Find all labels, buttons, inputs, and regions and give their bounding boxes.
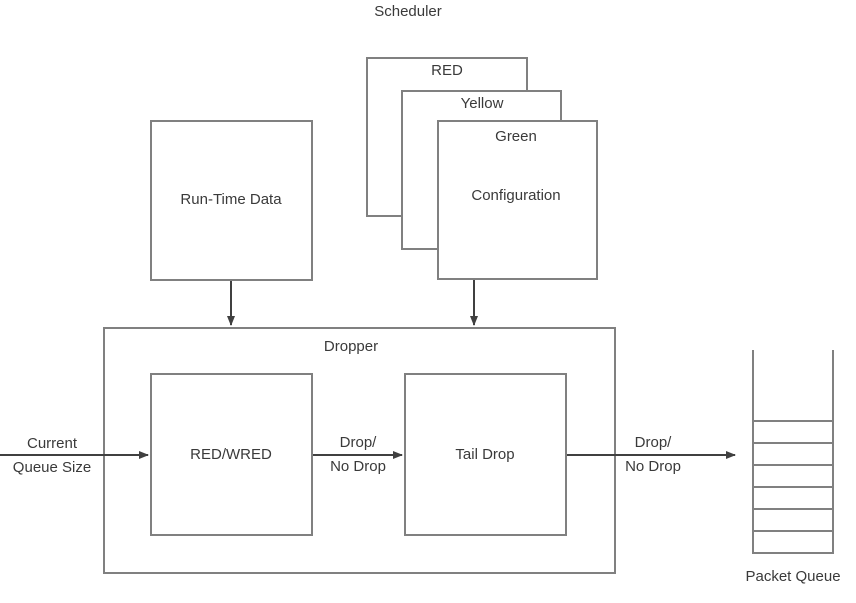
card-green-label: Green: [495, 128, 537, 145]
card-configuration-label: Configuration: [471, 187, 561, 204]
tail-drop-label: Tail Drop: [455, 446, 515, 463]
packet-queue-divider: [752, 530, 834, 532]
card-yellow-label: Yellow: [460, 95, 504, 112]
out-edge-label-line1: Drop/: [634, 434, 672, 451]
tail-drop-box[interactable]: [404, 373, 567, 536]
mid-edge-label-line1: Drop/: [339, 434, 377, 451]
packet-queue-bottom: [752, 552, 834, 554]
packet-queue-divider: [752, 508, 834, 510]
out-edge-label-line2: No Drop: [625, 458, 681, 475]
red-wred-label: RED/WRED: [190, 446, 272, 463]
run-time-data-label: Run-Time Data: [180, 191, 282, 208]
dropper-label: Dropper: [323, 338, 379, 355]
packet-queue-divider: [752, 420, 834, 422]
packet-queue-divider: [752, 442, 834, 444]
card-red-label: RED: [431, 62, 463, 79]
packet-queue-label: Packet Queue: [745, 568, 841, 585]
packet-queue-left-wall: [752, 350, 754, 554]
packet-queue-divider: [752, 464, 834, 466]
run-time-data-box[interactable]: [150, 120, 313, 281]
input-label-line1: Current: [26, 435, 78, 452]
packet-queue-right-wall: [832, 350, 834, 554]
input-label-line2: Queue Size: [12, 459, 92, 476]
packet-queue-divider: [752, 486, 834, 488]
card-green-box[interactable]: [437, 120, 598, 280]
scheduler-title: Scheduler: [374, 3, 442, 20]
mid-edge-label-line2: No Drop: [330, 458, 386, 475]
red-wred-box[interactable]: [150, 373, 313, 536]
